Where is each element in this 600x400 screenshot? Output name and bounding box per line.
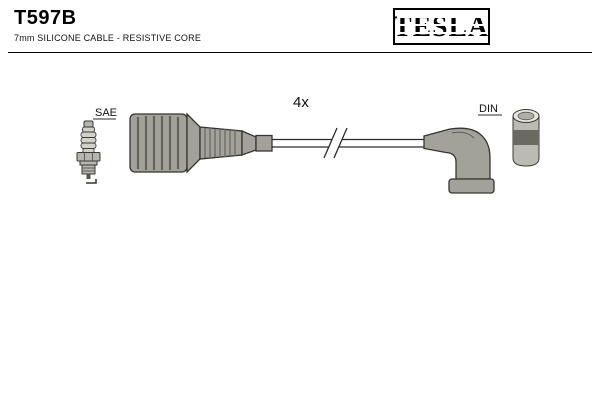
insulator-rib xyxy=(82,126,95,133)
ferrule xyxy=(255,134,273,152)
part-number: T597B xyxy=(14,7,77,29)
cap-top-opening xyxy=(517,111,535,121)
hex-nut xyxy=(76,152,101,162)
spark-plug xyxy=(76,120,101,184)
plug-threads xyxy=(81,164,96,175)
elbow-flange xyxy=(448,178,495,194)
center-electrode xyxy=(86,174,91,179)
din-cap xyxy=(512,109,540,167)
sae-label: SAE xyxy=(95,107,117,119)
boot-taper xyxy=(186,112,201,174)
cable xyxy=(272,127,424,159)
product-subtitle: 7mm SILICONE CABLE - RESISTIVE CORE xyxy=(14,33,202,43)
ground-electrode xyxy=(86,179,97,184)
insulator-rib xyxy=(80,142,97,149)
insulator-rib xyxy=(80,137,97,144)
quantity-label: 4x xyxy=(293,94,309,111)
sae-callout: SAE xyxy=(93,107,117,120)
insulator-rib xyxy=(80,131,97,138)
elbow-crease xyxy=(451,131,475,139)
right-elbow-boot xyxy=(423,127,495,194)
header-divider xyxy=(8,52,592,53)
plug-terminal xyxy=(83,120,94,128)
elbow-body xyxy=(423,127,491,180)
cap-band xyxy=(513,130,539,145)
break-gap xyxy=(324,128,347,158)
din-label: DIN xyxy=(479,103,498,115)
insulator-neck xyxy=(82,148,95,153)
break-mark xyxy=(333,127,348,159)
neck-taper xyxy=(241,130,257,156)
break-mark xyxy=(323,127,338,159)
plug-shell xyxy=(79,160,98,166)
din-callout: DIN xyxy=(478,103,502,116)
left-boot xyxy=(129,112,273,174)
